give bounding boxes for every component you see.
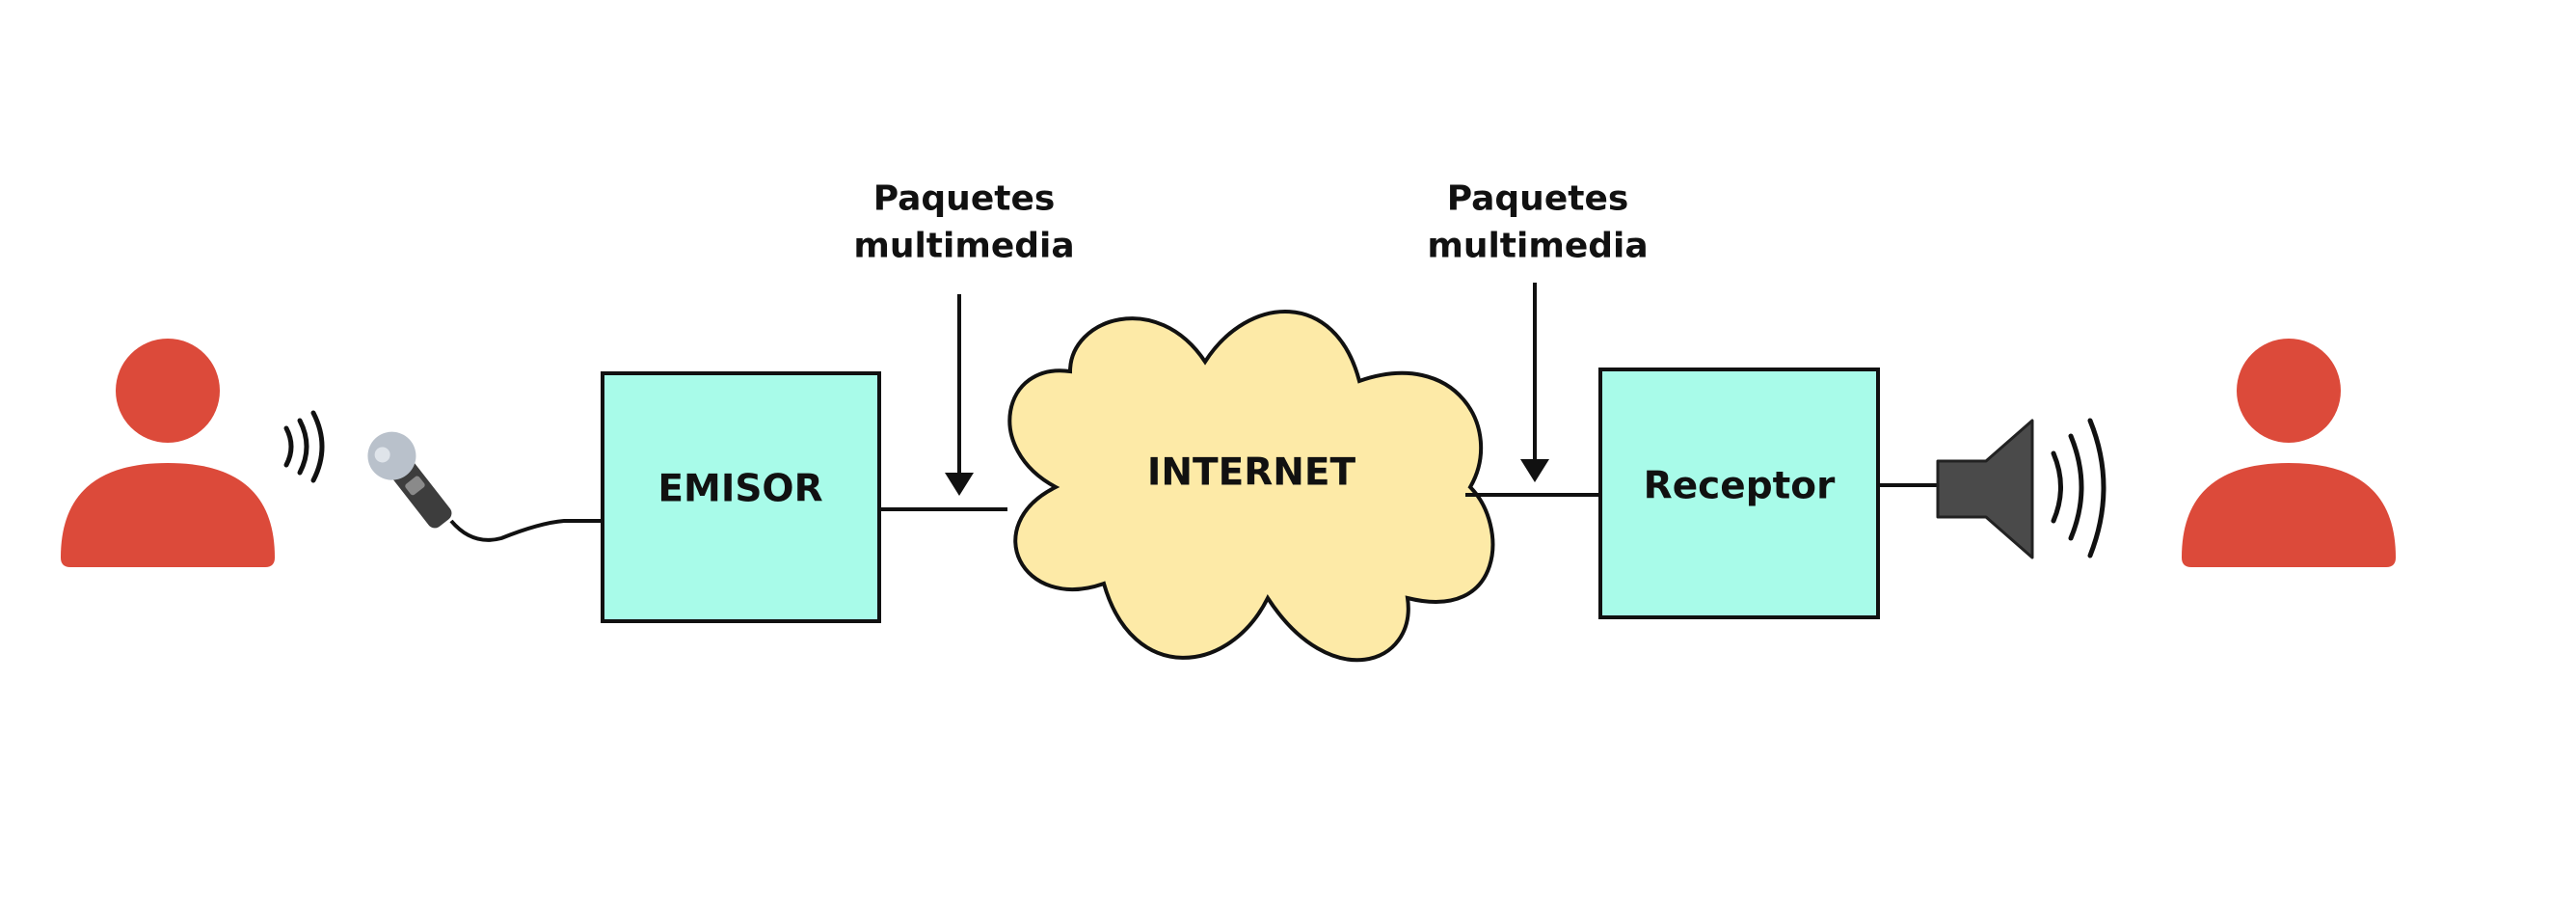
sound-waves-icon (283, 410, 325, 483)
loudspeaker-icon (1936, 418, 2106, 559)
sender-box: EMISOR (601, 371, 881, 623)
receiver-box: Receptor (1598, 368, 1880, 619)
sender-label: EMISOR (657, 468, 822, 511)
receiver-label: Receptor (1644, 465, 1836, 508)
packets-left-line1: Paquetes (873, 179, 1056, 219)
internet-label: INTERNET (1147, 451, 1356, 495)
arrow-down-icon (945, 473, 974, 496)
packets-right-line2: multimedia (1427, 227, 1648, 266)
arrow-down-icon (1520, 459, 1549, 482)
packets-right-line1: Paquetes (1447, 179, 1629, 219)
person-listener-icon (2182, 339, 2396, 567)
internet-cloud: INTERNET (1007, 310, 1495, 663)
person-speaker-icon (61, 339, 275, 567)
microphone-icon (367, 431, 603, 542)
packets-left-line2: multimedia (853, 227, 1074, 266)
packets-annotation-right: Paquetes multimedia (1427, 179, 1649, 482)
packets-annotation-left: Paquetes multimedia (853, 179, 1075, 496)
